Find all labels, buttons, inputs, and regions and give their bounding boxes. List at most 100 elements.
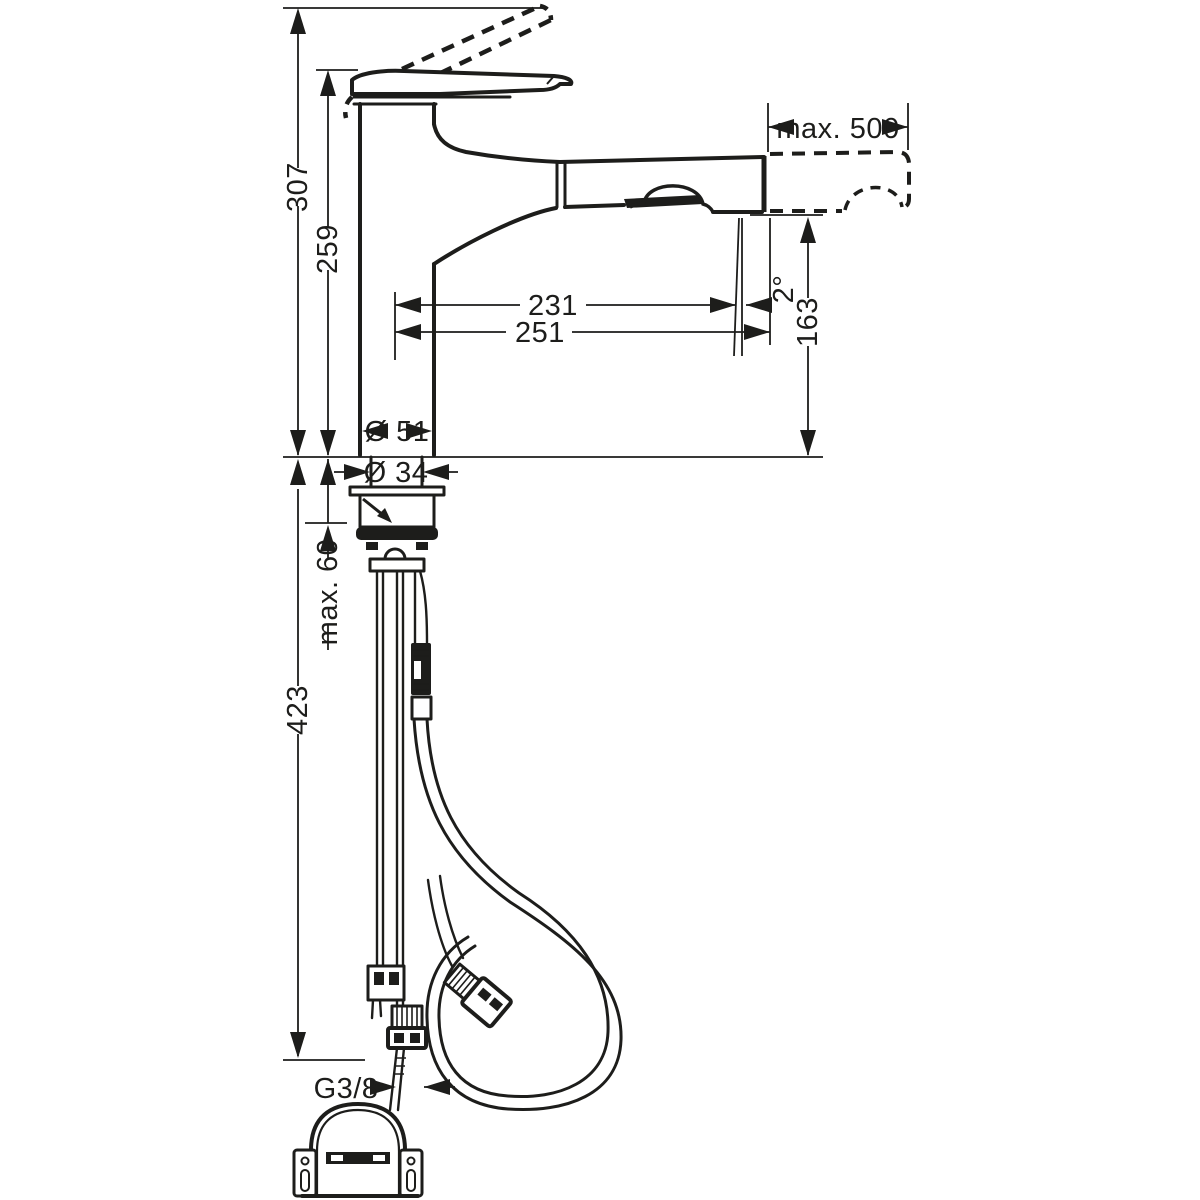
dim-max-pullout-label: max. 500 — [776, 113, 899, 145]
dim-base-diameter-label: Ø 51 — [365, 416, 430, 448]
reference-lines — [283, 7, 909, 1061]
arrowhead-right — [406, 423, 432, 439]
block-tail-lines — [370, 998, 383, 1020]
arrowhead-left — [362, 423, 388, 439]
dimension-hose-drop: 423 — [282, 489, 314, 1058]
spray-head-dome — [629, 184, 715, 213]
wand-underside — [563, 203, 626, 209]
dim-overall-reach-label: 251 — [515, 317, 565, 349]
pullout-hose-loop-inner — [425, 717, 610, 1099]
rib-lines — [413, 649, 429, 691]
g38-hose-fitting — [386, 1004, 428, 1112]
faucet-outline — [343, 3, 911, 457]
dim-shank-diameter-label: Ø 34 — [364, 457, 429, 489]
port-slot — [389, 972, 399, 985]
arrowhead-left — [423, 464, 449, 480]
hose-ribbed-connector — [411, 643, 431, 695]
dim-outlet-height-label: 163 — [792, 297, 824, 347]
arrowhead-down — [290, 1032, 306, 1058]
arrowhead-up — [290, 8, 306, 34]
cap-slot — [477, 987, 492, 1002]
bracket-dome-outer — [309, 1102, 407, 1198]
dimension-shank-diameter: Ø 34 — [334, 457, 458, 489]
arrowhead-up — [800, 217, 816, 243]
arrowhead-right — [370, 1079, 396, 1095]
plate-hole — [300, 1156, 310, 1166]
hoses — [375, 569, 623, 1112]
shank-edges — [369, 455, 424, 489]
nut-ribs — [396, 1006, 418, 1028]
nut-ribs — [447, 966, 476, 996]
plate-hole — [406, 1156, 416, 1166]
dim-connection-thread-label: G3/8 — [314, 1073, 379, 1105]
angled-hose-fitting — [442, 962, 513, 1029]
pullout-hose-loop-outer — [412, 717, 623, 1112]
label-mask — [792, 110, 884, 142]
mounting-hardware — [348, 455, 446, 573]
slot-inset — [331, 1155, 343, 1161]
cap-slot — [488, 997, 504, 1012]
logo-window — [414, 661, 421, 679]
spout-underside — [432, 206, 558, 266]
fitting-cap — [460, 976, 513, 1029]
arrowhead-left — [768, 119, 794, 135]
port-slot — [374, 972, 384, 985]
dimension-base-diameter: Ø 51 — [362, 416, 432, 448]
arrowhead-up — [320, 70, 336, 96]
arrowhead-down — [800, 430, 816, 456]
mounting-nut-band — [356, 527, 438, 540]
dim-counter-thickness-label: max. 60 — [312, 539, 344, 646]
dimension-counter-thickness: max. 60 — [312, 459, 344, 650]
dimension-outlet-height: 163 — [792, 217, 824, 456]
supply-connector-block — [366, 964, 406, 1020]
spout-joint-lines — [555, 160, 567, 209]
dimension-connection-thread: G3/8 — [314, 1073, 455, 1105]
lever-handle — [350, 68, 574, 96]
arrowhead-left — [424, 1079, 450, 1095]
spout-top-edge — [432, 122, 766, 164]
arrowhead-left — [746, 297, 772, 313]
arrowhead-up — [320, 525, 336, 551]
dimension-total-height: 307 — [282, 8, 314, 485]
dashed-tip — [539, 3, 554, 21]
cap-slot — [410, 1033, 420, 1043]
arrowhead-right — [744, 324, 770, 340]
bracket-dome-inner — [315, 1108, 401, 1196]
mounting-body — [358, 493, 436, 529]
hose-to-angled-fitting — [426, 874, 465, 968]
dim-spout-reach-label: 231 — [528, 290, 578, 322]
dashed-hinge — [343, 95, 354, 119]
arrowhead-left — [395, 324, 421, 340]
washer-segment — [366, 542, 378, 550]
dimension-spout-reach-overall: 251 — [395, 317, 770, 349]
hose-weight-bracket — [292, 1102, 424, 1198]
dashed-outline — [769, 149, 911, 210]
dimension-spray-angle: 2° — [768, 275, 800, 304]
dim-spray-angle-label: 2° — [768, 275, 800, 304]
lever-tip-notch — [546, 75, 555, 85]
arrowhead-right — [344, 464, 370, 480]
plate-slot — [406, 1169, 416, 1192]
screw-pointer-arrowhead — [377, 508, 392, 523]
lever-raised-dashed-icon — [343, 3, 554, 119]
dimension-spout-reach: 231 — [395, 290, 772, 322]
thread-lines — [393, 1057, 406, 1075]
dim-total-height-label: 307 — [282, 162, 314, 212]
fitting-cap — [386, 1026, 428, 1050]
arrowhead-right — [710, 297, 736, 313]
arrowhead-left — [395, 297, 421, 313]
supply-hose-left — [375, 569, 385, 968]
washer-segment — [416, 542, 428, 550]
dimension-max-pullout: max. 500 — [768, 110, 908, 145]
cap-slot — [394, 1033, 404, 1043]
pullout-hose-upper-right — [418, 569, 429, 645]
dimension-spout-top-height: 259 — [312, 70, 344, 485]
slot-inset — [373, 1155, 385, 1161]
dashed-dome — [843, 185, 904, 211]
plate-slot — [300, 1169, 310, 1192]
dashed-line — [401, 3, 541, 72]
supply-hose-right — [395, 569, 405, 1008]
arrowhead-right — [882, 119, 908, 135]
